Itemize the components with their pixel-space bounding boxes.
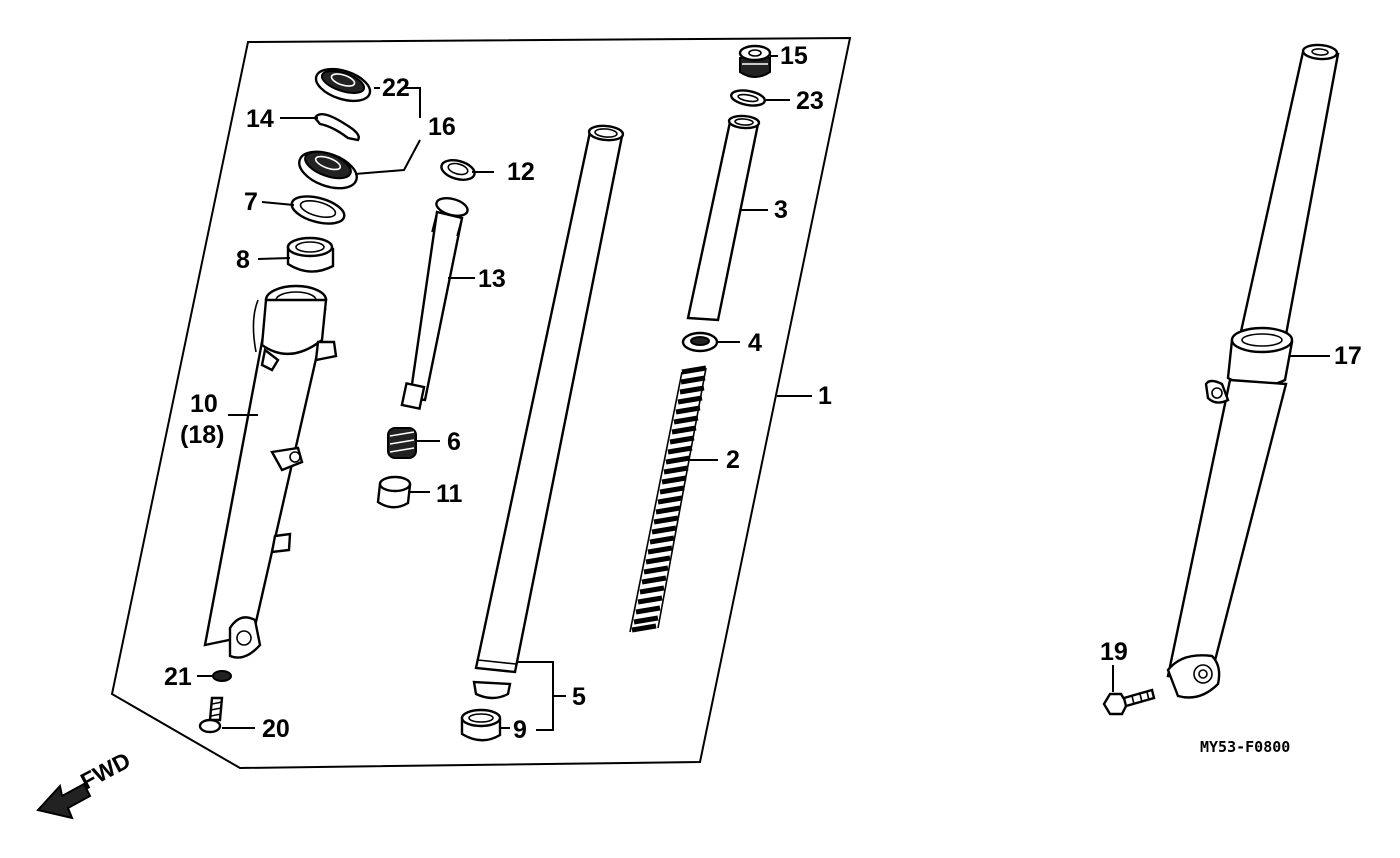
leader-lines bbox=[197, 55, 1330, 731]
label-part-10: 10 bbox=[190, 390, 218, 418]
label-part-8: 8 bbox=[236, 246, 250, 274]
fork-bolt-part bbox=[738, 44, 772, 78]
fork-piston-part bbox=[400, 197, 469, 411]
socket-bolt-part bbox=[198, 696, 224, 734]
backup-ring-part bbox=[290, 195, 346, 225]
label-part-1: 1 bbox=[818, 382, 832, 410]
label-part-9: 9 bbox=[513, 716, 527, 744]
label-part-6: 6 bbox=[447, 428, 461, 456]
bolt-19-part bbox=[1102, 688, 1156, 716]
label-part-20: 20 bbox=[262, 715, 290, 743]
slider-bushing-part bbox=[286, 236, 335, 273]
label-part-11: 11 bbox=[436, 480, 463, 508]
label-part-2: 2 bbox=[726, 446, 740, 474]
dust-seal-part bbox=[314, 67, 372, 103]
label-part-3: 3 bbox=[774, 196, 788, 224]
fwd-direction-indicator: FWD bbox=[36, 747, 135, 820]
label-part-5: 5 bbox=[572, 683, 586, 711]
label-part-19: 19 bbox=[1100, 638, 1128, 666]
fork-pipe-part bbox=[472, 124, 625, 700]
sealing-washer-part bbox=[212, 670, 232, 682]
label-part-12: 12 bbox=[507, 158, 535, 186]
label-part-22: 22 bbox=[382, 74, 410, 102]
stopper-ring-part bbox=[313, 112, 360, 142]
label-part-13: 13 bbox=[478, 265, 506, 293]
label-part-14: 14 bbox=[246, 105, 274, 133]
label-part-7: 7 bbox=[244, 188, 258, 216]
oil-seal-part bbox=[298, 150, 358, 190]
label-part-18: (18) bbox=[180, 421, 224, 449]
assembly-boundary bbox=[110, 36, 852, 770]
fork-assembly-part bbox=[1166, 43, 1340, 699]
diagram-code: MY53-F0800 bbox=[1200, 738, 1290, 756]
label-part-15: 15 bbox=[780, 42, 808, 70]
oil-lock-piece-part bbox=[376, 475, 412, 509]
spring-collar-part bbox=[686, 114, 761, 322]
spring-seat-part bbox=[681, 331, 719, 353]
fork-spring-part bbox=[629, 365, 707, 633]
label-part-17: 17 bbox=[1334, 342, 1362, 370]
fork-slider-part bbox=[203, 284, 338, 659]
rebound-spring-part bbox=[387, 427, 417, 459]
fork-pipe-bushing-part bbox=[460, 708, 502, 742]
o-ring-part bbox=[730, 89, 766, 107]
label-part-4: 4 bbox=[748, 329, 762, 357]
piston-ring-part bbox=[440, 159, 476, 181]
fwd-label: FWD bbox=[76, 747, 134, 795]
fwd-arrow-icon bbox=[36, 782, 92, 820]
label-part-23: 23 bbox=[796, 87, 824, 115]
label-part-16: 16 bbox=[428, 113, 456, 141]
label-part-21: 21 bbox=[164, 663, 192, 691]
